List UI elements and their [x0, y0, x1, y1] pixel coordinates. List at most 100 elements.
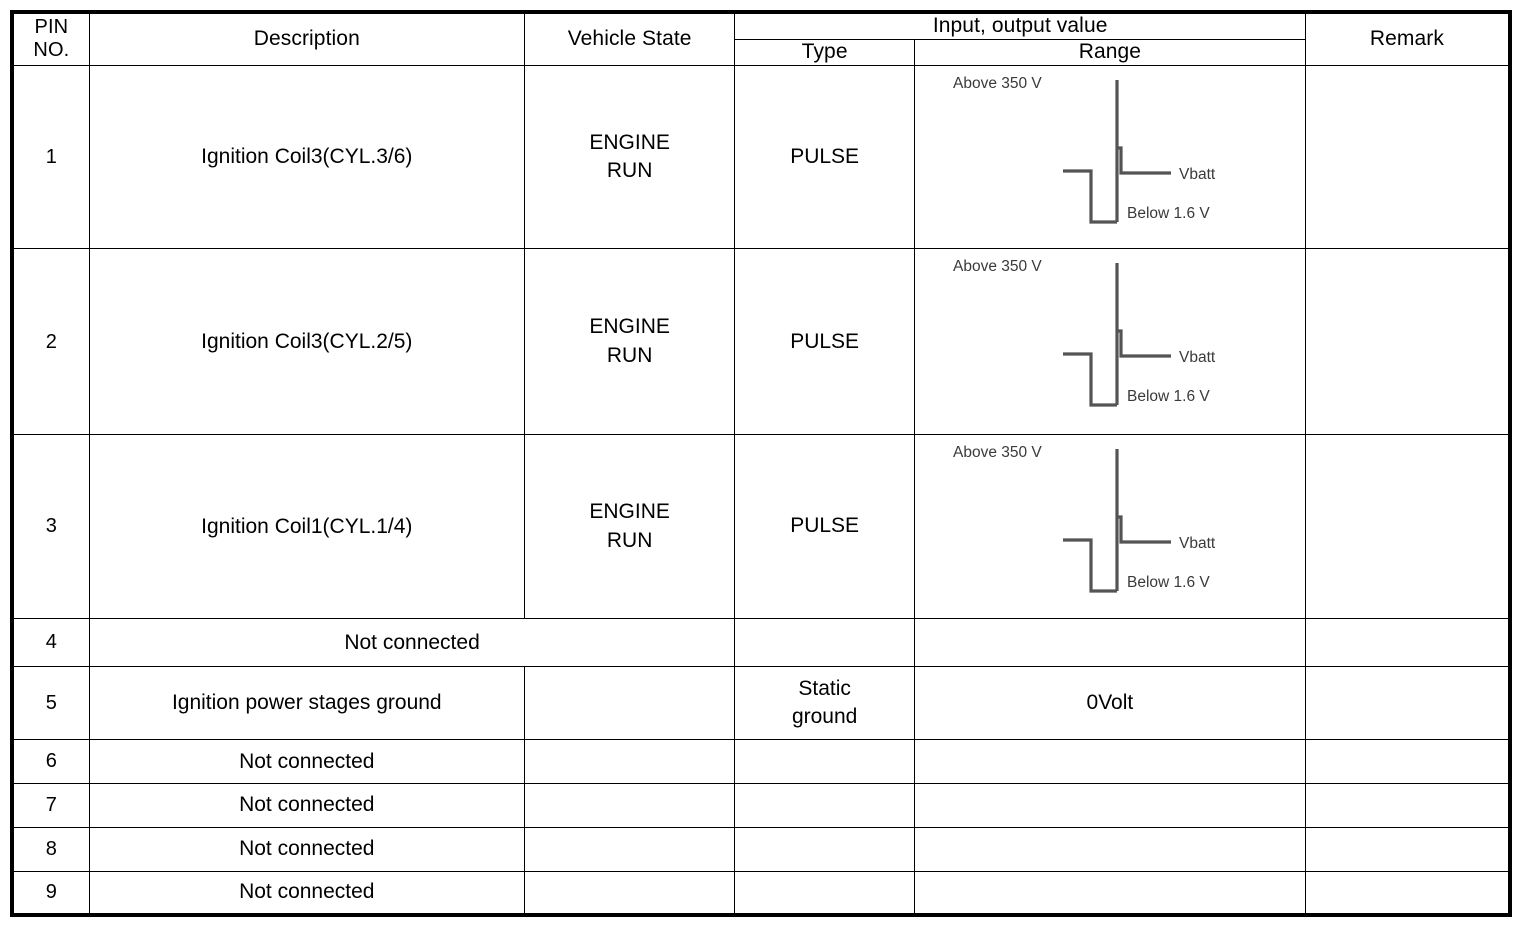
cell-range	[913, 870, 1306, 916]
header-row-1: PIN NO. Description Vehicle State Input,…	[11, 11, 1511, 66]
pulse-waveform-figure: Above 350 V Vbatt Below 1.6 V	[915, 66, 1305, 249]
vehicle-state-line2: RUN	[606, 343, 653, 367]
cell-vehicle-state: ENGINE RUN	[523, 248, 736, 436]
waveform-label-above: Above 350 V	[953, 444, 1042, 461]
cell-pin-no: 7	[11, 782, 90, 828]
cell-description: Ignition Coil1(CYL.1/4)	[88, 434, 525, 619]
cell-type: PULSE	[734, 434, 915, 619]
pulse-waveform-svg: Above 350 V Vbatt Below 1.6 V	[953, 75, 1216, 224]
cell-description: Not connected	[88, 617, 736, 667]
cell-description: Not connected	[88, 826, 525, 872]
cell-pin-no: 6	[11, 739, 90, 784]
cell-pin-no: 1	[11, 64, 90, 250]
waveform-label-vbatt: Vbatt	[1179, 535, 1216, 552]
pulse-waveform-figure: Above 350 V Vbatt Below 1.6 V	[915, 249, 1305, 434]
waveform-label-above: Above 350 V	[953, 258, 1042, 275]
cell-remark	[1304, 248, 1511, 436]
waveform-vbatt-step-segment	[1116, 329, 1171, 358]
cell-description: Not connected	[88, 870, 525, 916]
waveform-label-vbatt: Vbatt	[1179, 166, 1216, 183]
table-row: 3 Ignition Coil1(CYL.1/4) ENGINE RUN PUL…	[11, 434, 1511, 619]
column-header-pin-no: PIN NO.	[11, 11, 90, 66]
table-row: 6 Not connected	[11, 739, 1511, 784]
pin-assignment-table: PIN NO. Description Vehicle State Input,…	[10, 10, 1512, 917]
waveform-label-above: Above 350 V	[953, 75, 1042, 92]
header-row-2: Type Range	[12, 38, 1510, 66]
cell-remark	[1304, 870, 1511, 916]
cell-vehicle-state	[523, 739, 736, 784]
vehicle-state-line1: ENGINE	[589, 500, 670, 524]
vehicle-state-line2: RUN	[606, 528, 653, 552]
column-header-type: Type	[734, 38, 915, 66]
cell-range	[913, 739, 1306, 784]
waveform-vbatt-step-segment	[1116, 515, 1171, 544]
cell-description: Not connected	[88, 782, 525, 828]
pulse-waveform-svg: Above 350 V Vbatt Below 1.6 V	[953, 258, 1216, 407]
cell-range: Above 350 V Vbatt Below 1.6 V	[913, 64, 1306, 250]
cell-vehicle-state	[523, 665, 736, 741]
waveform-label-below: Below 1.6 V	[1127, 205, 1210, 222]
table-header: PIN NO. Description Vehicle State Input,…	[11, 11, 1511, 66]
vehicle-state-line2: RUN	[606, 158, 653, 182]
column-header-vehicle-state: Vehicle State	[523, 11, 736, 66]
pulse-waveform-svg: Above 350 V Vbatt Below 1.6 V	[953, 444, 1216, 593]
cell-range	[913, 782, 1306, 828]
cell-range	[913, 826, 1306, 872]
column-header-range: Range	[913, 38, 1306, 66]
vehicle-state-line1: ENGINE	[589, 130, 670, 154]
cell-description: Ignition Coil3(CYL.3/6)	[88, 64, 525, 250]
cell-type	[734, 782, 915, 828]
waveform-left-segment	[1062, 352, 1117, 407]
cell-type: Static ground	[734, 665, 915, 741]
table-row: 4 Not connected	[11, 617, 1511, 667]
type-line1: Static	[798, 676, 851, 700]
cell-type	[734, 870, 915, 916]
cell-description: Ignition power stages ground	[88, 665, 525, 741]
column-header-input-output-value: Input, output value	[734, 11, 1306, 40]
column-header-pin-no-line2: NO.	[33, 39, 70, 62]
column-header-pin-no-line1: PIN	[34, 15, 69, 38]
table-row: 2 Ignition Coil3(CYL.2/5) ENGINE RUN PUL…	[11, 248, 1511, 436]
cell-pin-no: 8	[11, 826, 90, 872]
cell-remark	[1304, 64, 1511, 250]
cell-range	[913, 617, 1306, 667]
cell-pin-no: 2	[11, 248, 90, 436]
column-header-remark: Remark	[1304, 11, 1511, 66]
cell-type	[734, 617, 915, 667]
type-line2: ground	[791, 704, 858, 728]
cell-type: PULSE	[734, 64, 915, 250]
cell-remark	[1304, 665, 1511, 741]
cell-vehicle-state	[523, 870, 736, 916]
cell-type	[734, 826, 915, 872]
table-row: 9 Not connected	[11, 870, 1511, 916]
cell-remark	[1304, 617, 1511, 667]
cell-vehicle-state	[523, 826, 736, 872]
cell-remark	[1304, 782, 1511, 828]
cell-vehicle-state: ENGINE RUN	[523, 434, 736, 619]
waveform-label-below: Below 1.6 V	[1127, 388, 1210, 405]
pulse-waveform-figure: Above 350 V Vbatt Below 1.6 V	[915, 435, 1305, 618]
cell-description: Ignition Coil3(CYL.2/5)	[88, 248, 525, 436]
cell-type	[734, 739, 915, 784]
cell-pin-no: 3	[11, 434, 90, 619]
cell-type: PULSE	[734, 248, 915, 436]
table-row: 8 Not connected	[11, 826, 1511, 872]
waveform-label-below: Below 1.6 V	[1127, 574, 1210, 591]
vehicle-state-line1: ENGINE	[589, 315, 670, 339]
waveform-left-segment	[1062, 538, 1117, 593]
cell-description: Not connected	[88, 739, 525, 784]
table-row: 7 Not connected	[11, 782, 1511, 828]
cell-remark	[1304, 739, 1511, 784]
cell-pin-no: 5	[11, 665, 90, 741]
waveform-vbatt-step-segment	[1116, 145, 1171, 175]
table-row: 5 Ignition power stages ground Static gr…	[11, 665, 1511, 741]
waveform-label-vbatt: Vbatt	[1179, 349, 1216, 366]
cell-vehicle-state: ENGINE RUN	[523, 64, 736, 250]
cell-range: Above 350 V Vbatt Below 1.6 V	[913, 248, 1306, 436]
table-row: 1 Ignition Coil3(CYL.3/6) ENGINE RUN PUL…	[11, 64, 1511, 250]
waveform-left-segment	[1062, 168, 1117, 224]
cell-range: 0Volt	[913, 665, 1306, 741]
cell-vehicle-state	[523, 782, 736, 828]
cell-pin-no: 9	[11, 870, 90, 916]
